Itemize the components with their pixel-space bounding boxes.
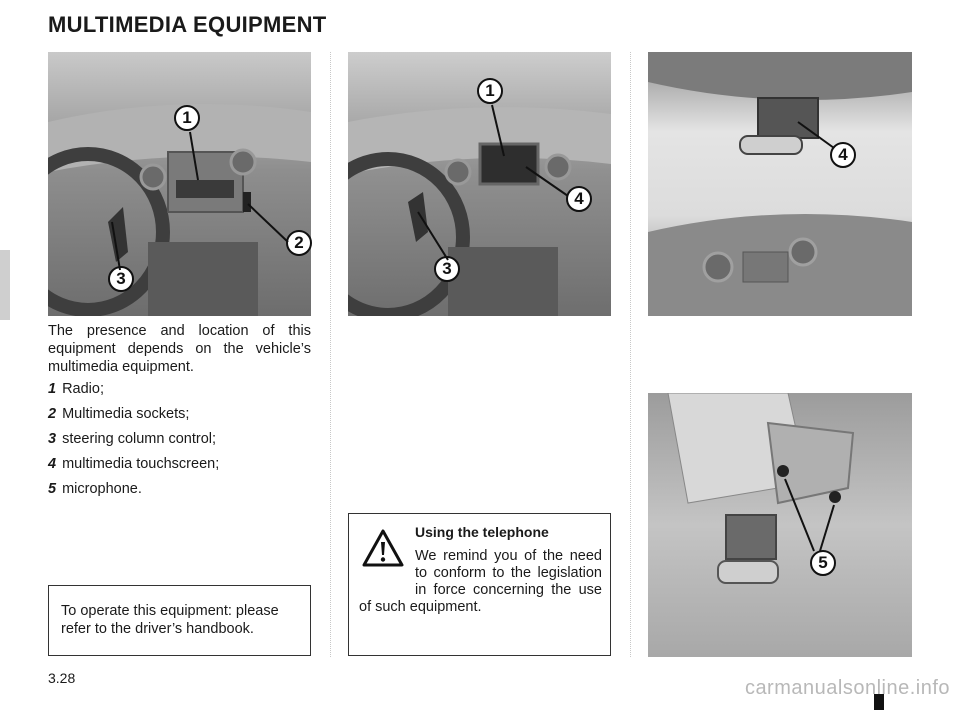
legend-number: 1 [48, 381, 57, 397]
overhead-screen-photo [648, 52, 912, 316]
telephone-warning-box: Using the telephone We remind you of the… [348, 513, 611, 656]
legend-number: 2 [48, 406, 57, 422]
page-title: MULTIMEDIA EQUIPMENT [48, 12, 327, 37]
callout-5: 5 [810, 550, 836, 576]
legend-item: 3 steering column control; [48, 430, 311, 455]
corner-mark [874, 694, 884, 710]
legend-item: 2 Multimedia sockets; [48, 405, 311, 430]
legend-number: 4 [48, 456, 57, 472]
legend-text: multimedia touchscreen; [62, 456, 220, 472]
callout-leaders [797, 121, 835, 149]
dashboard-radio-photo [48, 52, 311, 316]
legend-text: microphone. [62, 481, 142, 497]
legend-item: 4 multimedia touchscreen; [48, 455, 311, 480]
callout-3: 3 [434, 256, 460, 282]
warning-text: We remind you of the need to conform to … [359, 548, 602, 616]
callout-leaders [111, 131, 289, 271]
overhead-microphone-photo [648, 393, 912, 657]
column-divider [330, 52, 331, 657]
legend-number: 5 [48, 481, 57, 497]
section-tab [0, 250, 10, 320]
page-number: 3.28 [48, 670, 76, 686]
callout-leaders [417, 104, 569, 261]
intro-paragraph: The presence and location of this equipm… [48, 323, 311, 375]
callout-4: 4 [566, 186, 592, 212]
warning-body: We remind you of the need to conform to … [359, 548, 602, 615]
callout-4: 4 [830, 142, 856, 168]
legend-number: 3 [48, 431, 57, 447]
note-text: To operate this equipment: please refer … [61, 603, 279, 637]
legend-text: Multimedia sockets; [62, 406, 190, 422]
watermark: carmanualsonline.info [744, 677, 950, 699]
legend-text: steering column control; [62, 431, 217, 447]
dashboard-touchscreen-photo [348, 52, 611, 316]
callout-1: 1 [477, 78, 503, 104]
callout-2: 2 [286, 230, 312, 256]
callout-3: 3 [108, 266, 134, 292]
callout-leaders [784, 478, 835, 552]
legend-item: 5 microphone. [48, 480, 311, 505]
legend-item: 1 Radio; [48, 380, 311, 405]
legend-text: Radio; [62, 381, 104, 397]
column-divider [630, 52, 631, 657]
warning-triangle-icon [362, 529, 404, 567]
warning-title: Using the telephone [415, 524, 549, 540]
callout-1: 1 [174, 105, 200, 131]
legend-list: 1 Radio; 2 Multimedia sockets; 3 steering c… [48, 380, 311, 505]
driver-handbook-note: To operate this equipment: please refer … [48, 585, 311, 656]
